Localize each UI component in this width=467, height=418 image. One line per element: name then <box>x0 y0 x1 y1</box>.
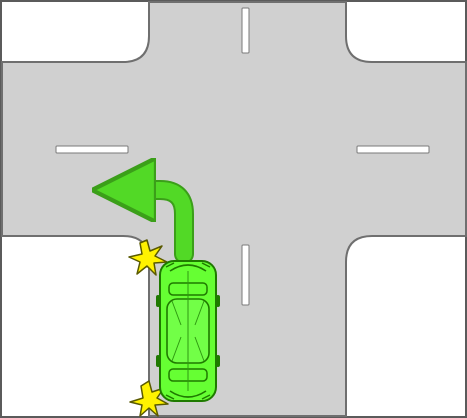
impact-star-front <box>128 239 168 276</box>
car-icon <box>156 260 220 402</box>
lane-marking-west <box>55 145 129 154</box>
lane-markings <box>55 7 430 306</box>
lane-marking-east <box>356 145 430 154</box>
lane-marking-south <box>241 244 250 306</box>
lane-marking-north <box>241 7 250 54</box>
left-turn-arrow-icon <box>124 190 194 264</box>
